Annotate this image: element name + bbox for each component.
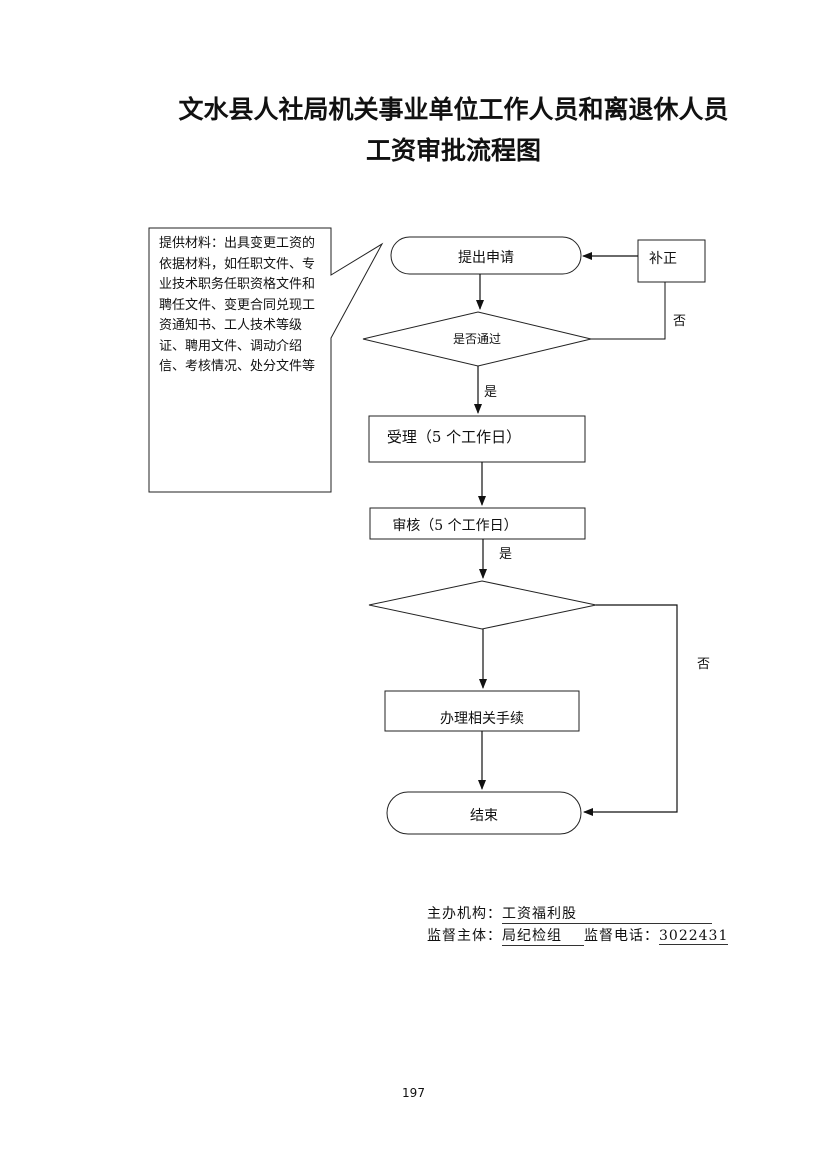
node-review-label: 审核（5 个工作日） [392,518,518,534]
node-review-shape [369,507,586,540]
footer-supervisor-row: 监督主体：局纪检组 监督电话：3022431 [427,925,729,946]
note-callout-shape [148,227,384,493]
footer-supervisor-value: 局纪检组 [502,925,584,946]
node-decision2-shape [368,580,597,630]
node-handle-shape [384,690,580,732]
node-apply-label: 提出申请 [458,250,514,266]
node-correct-label: 补正 [649,251,677,267]
node-check-pass-label: 是否通过 [452,332,501,346]
node-apply-shape [390,236,582,275]
label-no-2: 否 [697,657,711,672]
note-materials-text: 提供材料：出具变更工资的依据材料，如任职文件、专业技术职务任职资格文件和聘任文件… [159,236,316,374]
footer-org-label: 主办机构： [427,906,502,922]
page-number: 197 [402,1086,425,1100]
footer-supervisor-label: 监督主体： [427,928,502,944]
label-yes-1: 是 [484,385,498,400]
page-title-line1: 文水县人社局机关事业单位工作人员和离退休人员 [178,95,729,124]
footer-org-value-text: 工资福利股 [502,906,577,922]
node-accept-label: 受理（5 个工作日） [386,428,522,446]
footer-phone-value: 3022431 [659,928,729,945]
arrow-check-no-to-correct [591,282,666,340]
footer-supervisor-value-text: 局纪检组 [502,928,562,944]
node-accept-shape [368,415,586,463]
footer-org-value: 工资福利股 [502,903,712,924]
page-title-line2: 工资审批流程图 [365,136,541,165]
label-yes-2: 是 [499,547,513,562]
footer-org-row: 主办机构：工资福利股 [427,903,712,924]
footer-phone-label: 监督电话： [584,928,659,944]
node-end-shape [386,791,582,835]
label-no-1: 否 [673,314,687,329]
node-correct-shape [637,239,706,283]
node-end-label: 结束 [470,808,498,824]
node-handle-label: 办理相关手续 [440,711,524,727]
arrow-decision2-no-to-end [583,604,678,816]
